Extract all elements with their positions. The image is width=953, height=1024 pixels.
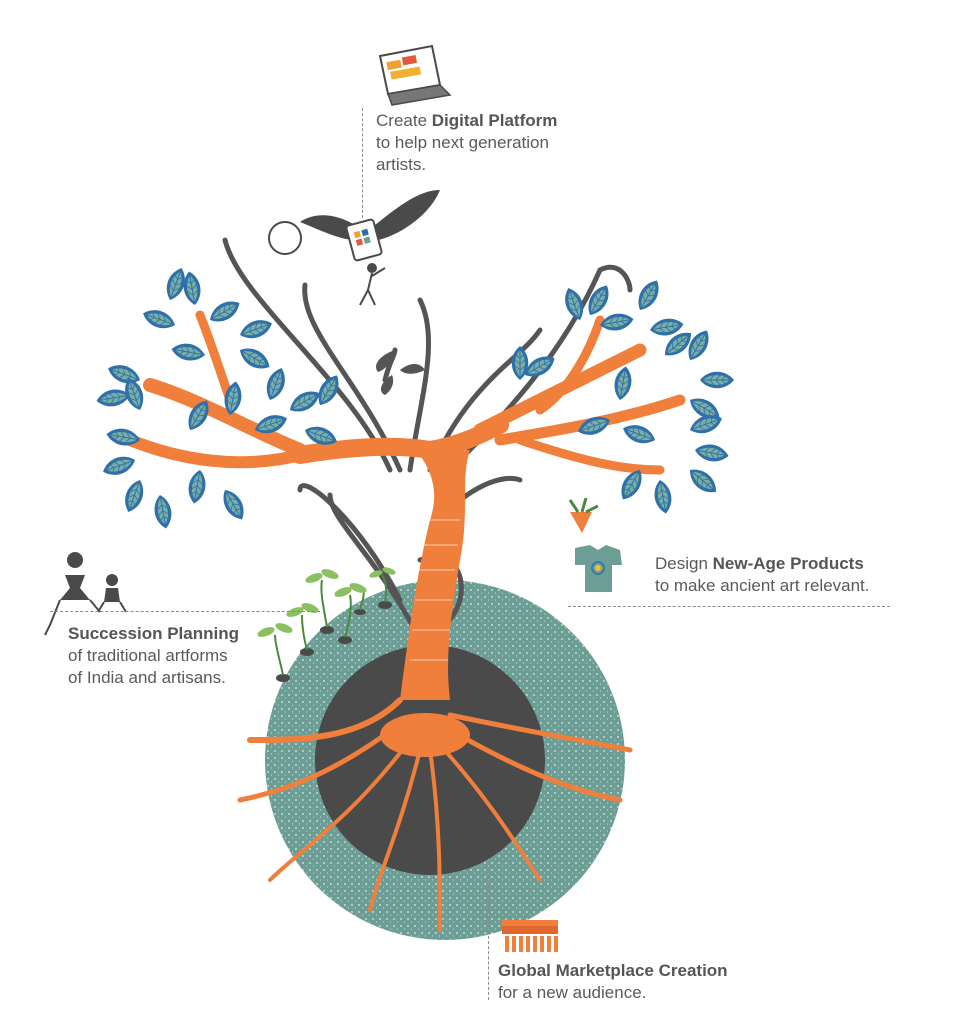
digital-platform-label: Create Digital Platform to help next gen… <box>376 111 558 174</box>
market-stall-icon <box>502 920 558 952</box>
carrot-icon <box>568 497 599 533</box>
artisan-figures-icon <box>44 552 127 636</box>
digital-connector <box>362 108 363 218</box>
seedling-icon <box>257 567 396 682</box>
sun-icon <box>268 221 302 255</box>
ground-circle <box>265 580 625 940</box>
roots <box>237 697 633 932</box>
sprig-icon <box>375 350 425 395</box>
new-age-products-label: Design New-Age Products to make ancient … <box>655 554 870 595</box>
succession-planning-label: Succession Planning of traditional artfo… <box>68 624 239 687</box>
tshirt-icon <box>575 545 622 592</box>
global-marketplace-label: Global Marketplace Creation for a new au… <box>498 961 728 1002</box>
marketplace-connector <box>488 870 489 1000</box>
succession-connector <box>50 611 320 612</box>
flying-figure-icon <box>300 190 440 306</box>
trunk <box>400 450 470 700</box>
orange-branches <box>124 310 686 475</box>
laptop-icon <box>378 44 452 106</box>
products-connector <box>568 606 890 607</box>
